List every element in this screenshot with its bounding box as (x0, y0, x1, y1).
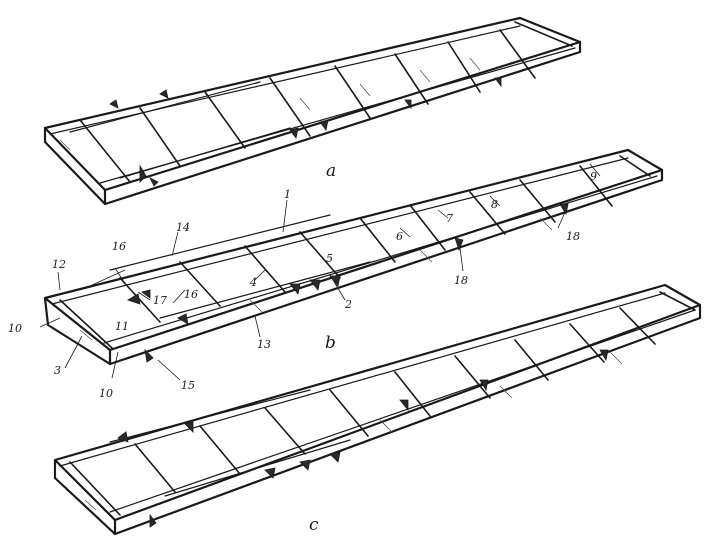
part-label-14: 14 (176, 221, 190, 234)
panel-label-a: a (326, 161, 336, 181)
part-label-7: 7 (446, 212, 453, 225)
part-label-10-bottom: 10 (99, 387, 113, 400)
part-label-18-middle: 18 (454, 274, 468, 287)
part-label-11: 11 (115, 320, 129, 333)
panel-label-b: b (325, 333, 336, 353)
part-label-18-right: 18 (566, 230, 580, 243)
part-label-8: 8 (491, 198, 498, 211)
part-label-2: 2 (344, 298, 352, 311)
part-label-16-right: 16 (184, 288, 198, 301)
panel-label-c: c (309, 515, 319, 535)
part-label-10-left: 10 (8, 322, 22, 335)
part-label-12: 12 (52, 258, 66, 271)
part-label-15: 15 (181, 379, 195, 392)
part-label-9: 9 (590, 170, 597, 183)
frame-a (43, 16, 582, 206)
part-label-16-left: 16 (112, 240, 126, 253)
frame-c (53, 283, 702, 536)
frame-b (39, 148, 664, 381)
part-label-17: 17 (153, 294, 167, 307)
part-label-1: 1 (284, 188, 291, 201)
part-label-5: 5 (326, 252, 333, 265)
part-label-4: 4 (249, 276, 257, 289)
part-label-3: 3 (54, 364, 61, 377)
part-label-13: 13 (257, 338, 271, 351)
part-label-6: 6 (396, 230, 403, 243)
